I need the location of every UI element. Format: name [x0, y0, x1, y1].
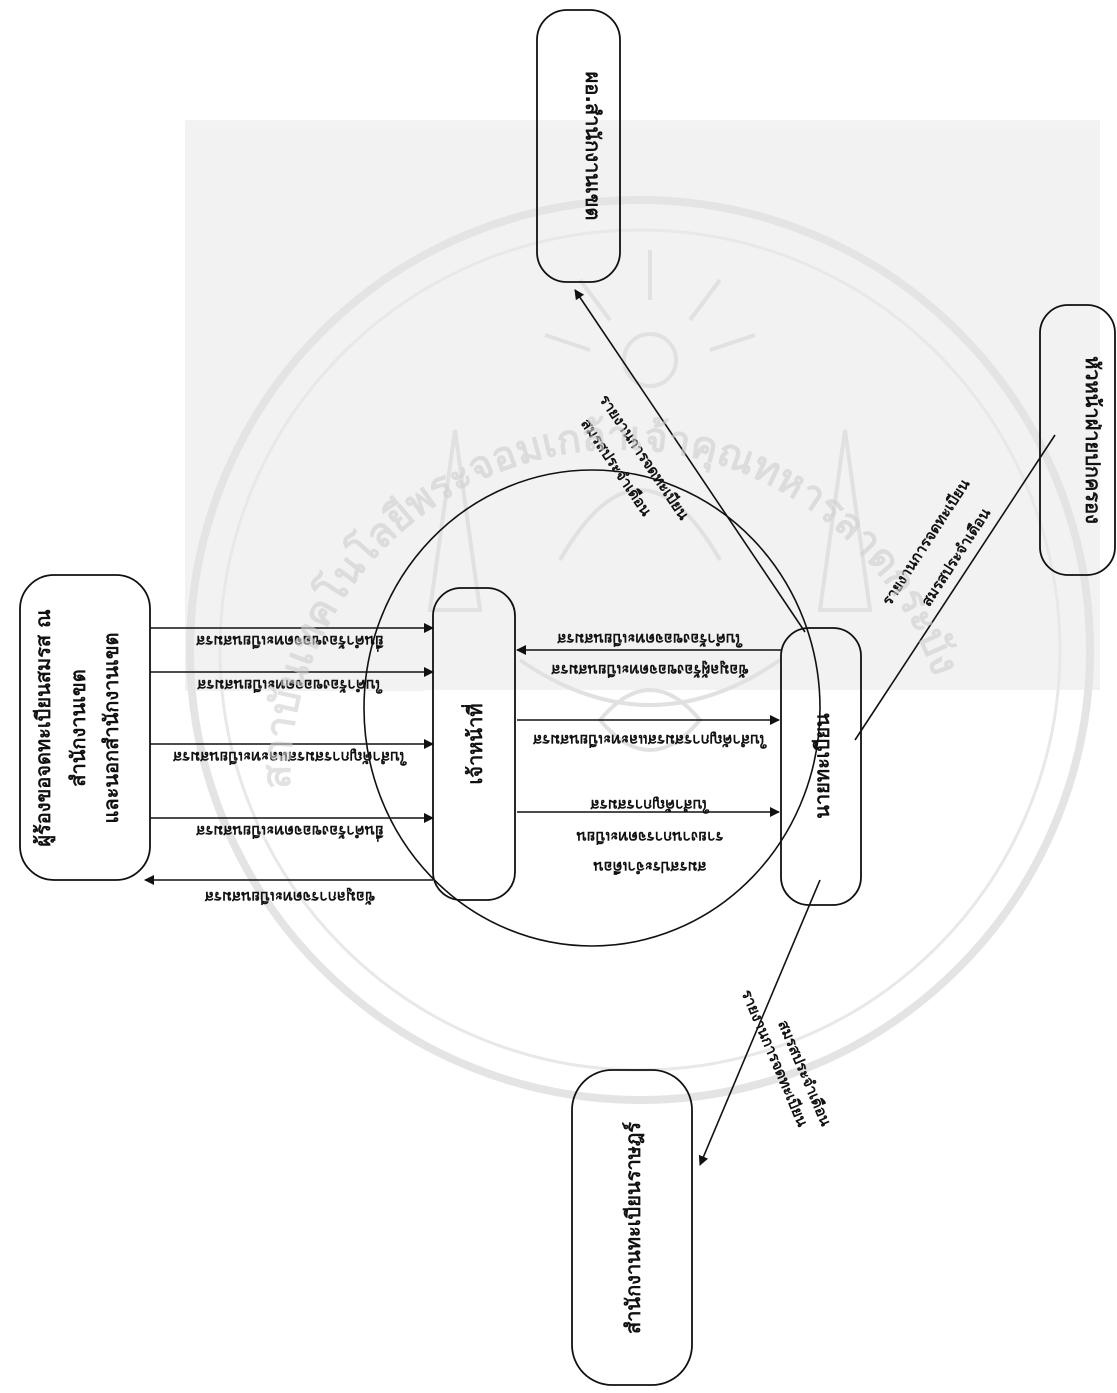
- staff-label: เจ้าหน้าที่: [460, 703, 487, 784]
- edge-label-5: ข้อมูลการจดทะเบียนสมรส: [204, 887, 375, 906]
- edge-label-8: ใบสำคัญการสมรสและทะเบียนสมรส: [532, 731, 767, 749]
- admin-head-label: หัวหน้าฝ่ายปกครอง: [1081, 356, 1105, 524]
- flow-line-10: [854, 434, 1056, 741]
- district-director-entity: [536, 9, 621, 283]
- edge-label-4: ยื่นคำร้องขอจดทะเบียนสมรส: [195, 822, 384, 842]
- applicant-label-line2: สำนักงานเขต: [66, 669, 90, 786]
- district-director-label: ผอ.สำนักงานเขต: [581, 72, 605, 221]
- applicant-label-line1: ผู้ร้องขอจดทะเบียนสมรส ณ: [31, 609, 57, 847]
- edge-label-9: ใบสำคัญการสมรส: [590, 796, 710, 814]
- applicant-entity: [19, 574, 151, 881]
- registrar-process: [780, 627, 862, 906]
- central-registry-entity: [571, 1069, 693, 1386]
- central-registry-label: สำนักงานทะเบียนราษฎร์: [621, 1122, 645, 1334]
- edge-label-1: ยื่นคำร้องขอจดทะเบียนสมรส: [195, 632, 384, 652]
- edge-label-10b: สมรสประจำเดือน: [593, 858, 707, 876]
- registrar-label: นายทะเบียน: [810, 713, 834, 819]
- flow-arrow-9: [574, 289, 806, 633]
- applicant-label-line3: และนอกสำนักงานเขต: [99, 632, 123, 823]
- edge-label-2: ใบคำร้องขอจดทะเบียนสมรส: [196, 676, 382, 694]
- watermark-seal-icon: [185, 120, 1100, 1104]
- edge-label-10: รายงานการจดทะเบียน: [576, 828, 724, 846]
- process-boundary-circle: [363, 469, 821, 947]
- admin-head-entity: [1039, 304, 1116, 576]
- edge-label-6: ใบคำร้องขอจดทะเบียนสมรส: [556, 630, 742, 648]
- flow-arrow-11: [698, 879, 821, 1166]
- edge-label-7: ข้อมูลผู้ร้องขอจดทะเบียนสมรส: [551, 660, 749, 679]
- edge-label-3: ใบสำคัญการสมรสและทะเบียนสมรส: [172, 748, 407, 766]
